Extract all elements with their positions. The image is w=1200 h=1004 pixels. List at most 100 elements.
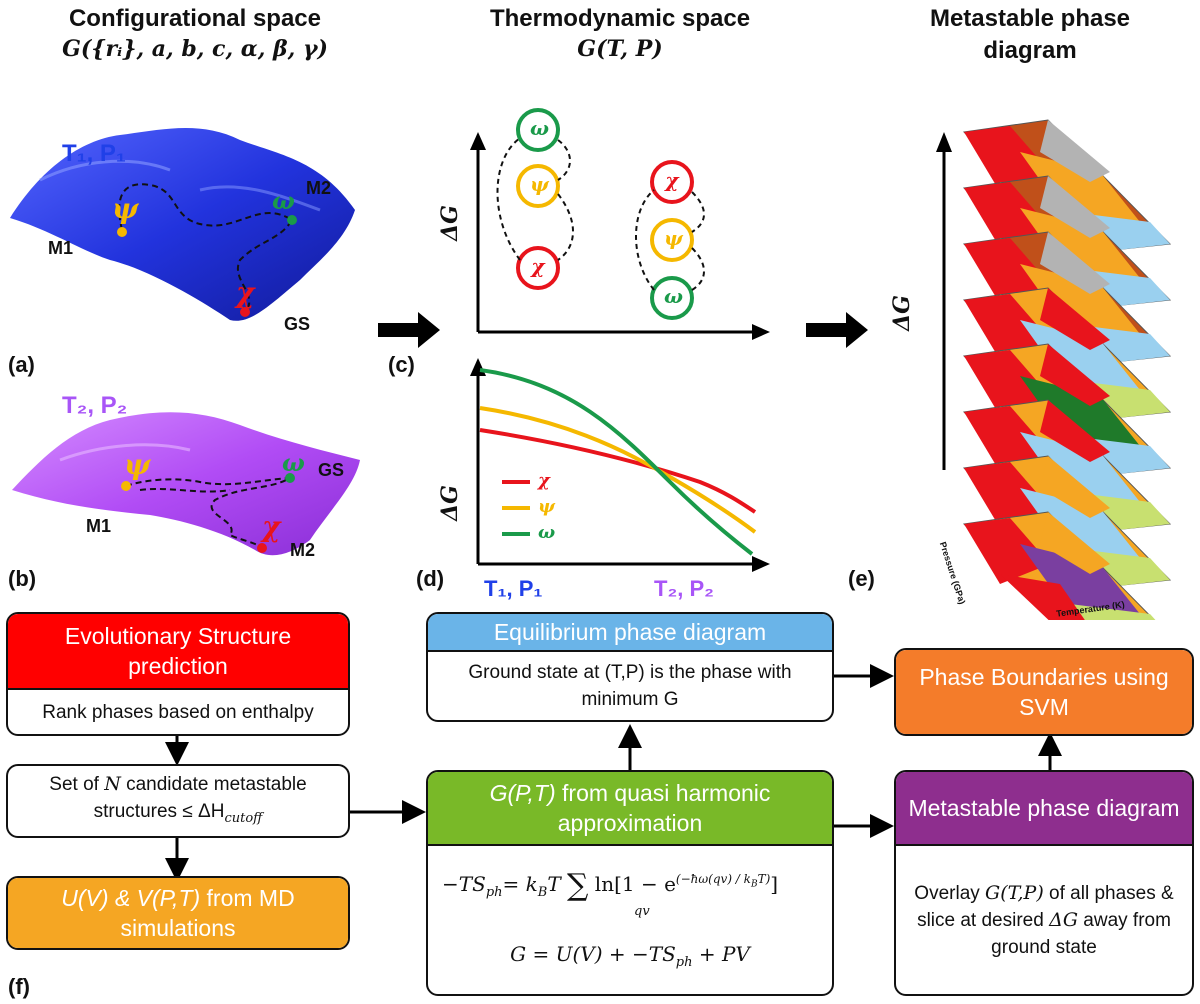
- condition-b: T₂, P₂: [62, 392, 128, 419]
- heading-thermodynamic-space: Thermodynamic space: [489, 5, 751, 32]
- candidates-line1-b: candidate metastable: [120, 773, 307, 795]
- candidates-n: N: [104, 772, 121, 795]
- landscape-b-surface: [12, 412, 360, 556]
- curve-psi: [479, 406, 757, 534]
- phase-region: [1020, 544, 1140, 614]
- flow-box-eq-body: Ground state at (T,P) is the phase with …: [468, 662, 792, 710]
- phase-region: [1020, 488, 1140, 558]
- phase-region: [1040, 400, 1110, 462]
- phase-region: [964, 518, 1050, 584]
- label-b-gs: GS: [318, 460, 345, 480]
- label-a-chi: χ: [236, 276, 255, 309]
- label-b-m2: M2: [290, 540, 316, 560]
- flow-box-metastable: Metastable phase diagram Overlay G(T,P) …: [894, 770, 1194, 996]
- phase-layer: [962, 511, 1156, 620]
- panel-label-a: (a): [8, 352, 35, 377]
- d-x-end: T₂, P₂: [654, 576, 714, 601]
- c-right-omega-circle: [650, 276, 694, 320]
- c-left-chi: χ: [531, 254, 545, 278]
- heading-thermodynamic-formula: G(T, P): [577, 36, 663, 62]
- phase-region: [1020, 152, 1140, 222]
- heading-metastable-line1: Metastable phase: [929, 5, 1131, 32]
- phase-region: [1020, 376, 1140, 446]
- c-right-psi-circle: [650, 218, 694, 262]
- label-a-m1: M1: [48, 238, 74, 258]
- landscape-a-surface: [10, 128, 355, 321]
- panel-label-c: (c): [388, 352, 415, 377]
- heading-metastable-line2: diagram: [983, 37, 1077, 64]
- legend-chi: χ: [538, 470, 550, 491]
- flow-box-qha: G(P,T) from quasi harmonic approximation…: [426, 770, 834, 996]
- label-b-m1: M1: [86, 516, 112, 536]
- label-b-omega: ω: [282, 448, 305, 477]
- curve-chi: [479, 428, 757, 514]
- phase-region: [1040, 176, 1110, 238]
- point-a-omega: [287, 215, 297, 225]
- point-a-chi: [240, 307, 250, 317]
- phase-region: [964, 462, 1050, 528]
- qha-sum-sub: qv: [634, 904, 650, 919]
- landscape-b: [12, 412, 360, 556]
- legend-psi: ψ: [538, 496, 555, 517]
- c-right-chi: χ: [665, 168, 679, 192]
- flow-box-equilibrium: Equilibrium phase diagram Ground state a…: [426, 612, 834, 722]
- md-title-b: from MD simulations: [120, 885, 295, 941]
- phase-region: [964, 182, 1050, 248]
- panel-e-stack: 050010001500200025003000: [936, 119, 1172, 620]
- flow-box-md: U(V) & V(P,T) from MD simulations: [6, 876, 350, 950]
- flow-box-svm-header: Phase Boundaries using SVM: [896, 650, 1192, 734]
- qha-title-b: from quasi harmonic approximation: [555, 780, 771, 836]
- e-y-axis-label: ΔG: [888, 295, 915, 331]
- d-y-axis-label: ΔG: [436, 485, 463, 521]
- c-left-chi-circle: [516, 246, 560, 290]
- phase-region: [1020, 208, 1140, 278]
- candidates-line2: structures ≤ ΔH: [93, 800, 225, 822]
- phase-region: [964, 126, 1050, 192]
- phase-region: [1020, 320, 1140, 390]
- label-a-gs: GS: [284, 314, 311, 334]
- flow-box-esp: Evolutionary Structure prediction Rank p…: [6, 612, 350, 736]
- phase-region: [1040, 512, 1110, 574]
- arrow-a-to-c: [378, 312, 440, 348]
- panel-label-b: (b): [8, 566, 37, 591]
- label-b-psi: ψ: [124, 448, 151, 481]
- phase-region: [1020, 264, 1140, 334]
- phase-region: [1040, 232, 1110, 294]
- c-left-psi-circle: [516, 164, 560, 208]
- phase-region: [1040, 456, 1110, 518]
- condition-a: T₁, P₁: [62, 140, 126, 167]
- landscape-a: [10, 128, 355, 321]
- flow-box-esp-header: Evolutionary Structure prediction: [8, 614, 348, 690]
- phase-region: [964, 350, 1050, 416]
- flow-box-candidates: Set of N candidate metastable structures…: [6, 764, 350, 838]
- flow-box-svm: Phase Boundaries using SVM: [894, 648, 1194, 736]
- flow-box-esp-body: Rank phases based on enthalpy: [42, 701, 314, 723]
- point-b-omega: [285, 473, 295, 483]
- c-left-omega: ω: [530, 116, 550, 140]
- phase-region: [1020, 432, 1140, 502]
- candidates-line1-a: Set of: [49, 773, 105, 795]
- sum-symbol: ∑: [567, 868, 589, 903]
- flow-connectors: [165, 664, 1062, 882]
- panel-label-e: (e): [848, 566, 875, 591]
- d-x-start: T₁, P₁: [484, 576, 543, 601]
- landscape-a-path: [118, 183, 294, 313]
- c-right-chi-circle: [650, 160, 694, 204]
- qha-eq2: G = U(V) + −TSph + PV: [510, 942, 750, 970]
- heading-configurational-space: Configurational space: [68, 5, 322, 32]
- phase-region: [1070, 604, 1156, 620]
- phase-region: [1040, 120, 1110, 182]
- flow-box-meta-header: Metastable phase diagram: [896, 772, 1192, 846]
- c-left-omega-circle: [516, 108, 560, 152]
- phase-region: [1040, 344, 1110, 406]
- panel-label-d: (d): [416, 566, 445, 591]
- phase-layer: [962, 119, 1172, 255]
- label-a-m2: M2: [306, 178, 332, 198]
- qha-title-a: G(P,T): [489, 780, 556, 806]
- c-right-omega: ω: [664, 284, 684, 308]
- label-a-psi: ψ: [112, 192, 139, 225]
- qha-equations: −TSph= kBT ∑ ln[1 − e(−ħω(qv) / kBT)] qv…: [428, 846, 832, 994]
- candidates-line2-sub: cutoff: [224, 810, 263, 826]
- label-b-chi: χ: [262, 510, 281, 543]
- point-a-psi: [117, 227, 127, 237]
